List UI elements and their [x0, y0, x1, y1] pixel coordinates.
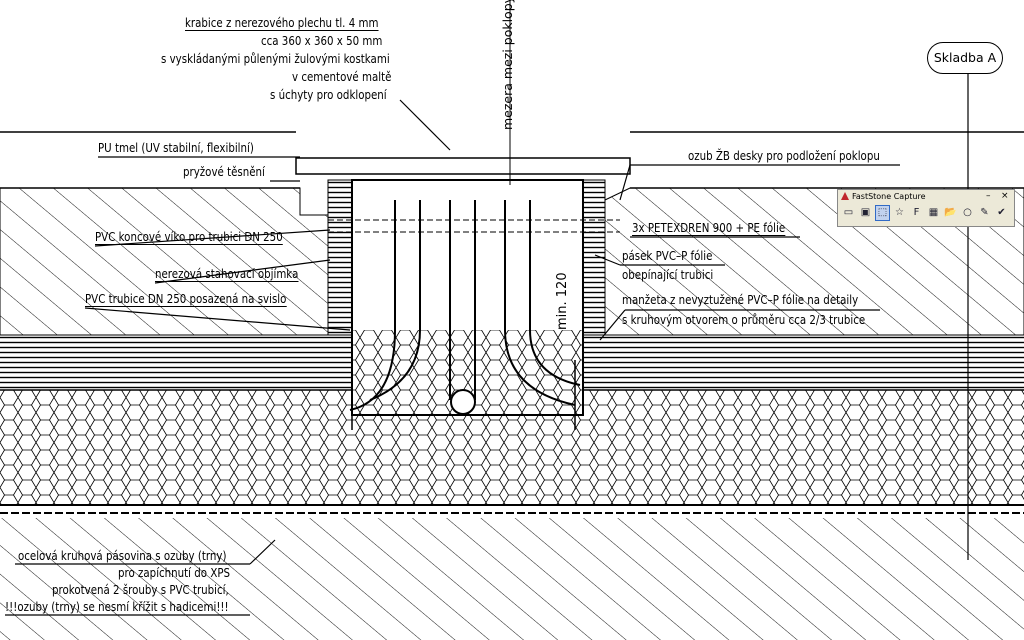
label-pvc-pipe: PVC trubice DN 250 posazená na svislo: [85, 291, 287, 307]
faststone-logo-icon: [841, 192, 849, 200]
box-note-3: s vyskládanými půlenými žulovými kostkam…: [161, 51, 390, 66]
label-petexdren: 3x PETEXDREN 900 + PE fólie: [632, 220, 786, 236]
magnifier-icon[interactable]: ○: [963, 207, 972, 218]
label-rc-ledge: ozub ŽB desky pro podložení poklopu: [688, 148, 880, 163]
capture-scrolling-icon[interactable]: ▦: [928, 207, 939, 218]
box-note-5: s úchyty pro odklopení: [270, 87, 387, 102]
label-rubber-seal: pryžové těsnění: [183, 164, 265, 179]
label-pu-sealant: PU tmel (UV stabilní, flexibilní): [98, 140, 254, 155]
label-collar-1: manžeta z nevyztužené PVC–P fólie na det…: [622, 292, 859, 307]
label-collar-2: s kruhovým otvorem o průměru cca 2/3 tru…: [622, 312, 866, 327]
open-file-icon[interactable]: 📂: [944, 207, 957, 218]
box-note-4: v cementové maltě: [292, 69, 392, 84]
box-note-2: cca 360 x 360 x 50 mm: [261, 33, 383, 48]
bottom-note-2: pro zapíchnutí do XPS: [118, 565, 231, 580]
bottom-note-1: ocelová kruhová pásovina s ozuby (trny): [18, 548, 227, 563]
capture-fullscreen-icon[interactable]: F: [913, 207, 920, 218]
section-tag: Skladba A: [927, 42, 1003, 74]
capture-rectangle-icon[interactable]: ⬚: [875, 205, 890, 221]
bottom-note-4: !!!ozuby (trny) se nesmí křížit s hadice…: [5, 599, 229, 614]
label-pvc-strip-2: obepínající trubici: [622, 267, 714, 282]
box-note-1: krabice z nerezového plechu tl. 4 mm: [185, 15, 379, 31]
capture-object-icon[interactable]: ▣: [860, 207, 871, 218]
capture-window-icon[interactable]: ▭: [843, 207, 854, 218]
drain-pipes: [349, 200, 581, 415]
label-pvc-end-cap: PVC koncové víko pro trubici DN 250: [95, 229, 283, 245]
label-pvc-strip-1: pásek PVC–P fólie: [622, 248, 713, 263]
stainless-box: [295, 157, 631, 175]
capture-freehand-icon[interactable]: ☆: [895, 207, 904, 218]
gap-note: mezera mezi poklopy!: [500, 0, 515, 130]
faststone-capture-toolbar[interactable]: FastStone Capture – × ▭ ▣ ⬚ ☆ F ▦ 📂 ○ ✎ …: [837, 189, 1015, 227]
toolbar-titlebar[interactable]: FastStone Capture – ×: [838, 190, 1014, 203]
toolbar-title: FastStone Capture: [852, 192, 926, 201]
bottom-note-3: prokotvená 2 šrouby s PVC trubicí,: [52, 582, 229, 597]
minimize-button[interactable]: –: [986, 191, 991, 201]
dimension-min-120: min. 120: [555, 272, 570, 330]
color-picker-icon[interactable]: ✎: [980, 207, 989, 218]
label-clamp: nerezová stahovací objímka: [155, 266, 299, 282]
settings-icon[interactable]: ✔: [997, 207, 1006, 218]
close-button[interactable]: ×: [1001, 191, 1009, 201]
